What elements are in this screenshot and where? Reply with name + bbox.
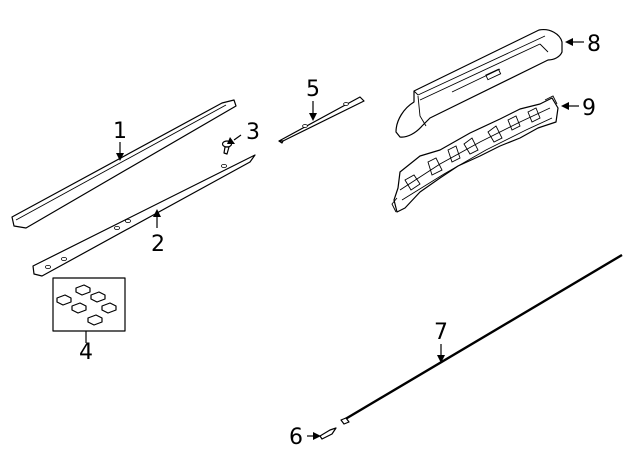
- callout-2: 2: [151, 232, 165, 257]
- callout-4: 4: [79, 340, 93, 365]
- callout-6: 6: [289, 425, 303, 450]
- leader-1: [116, 142, 124, 161]
- part-8-cover: [395, 29, 563, 138]
- part-6-end-tip: [319, 427, 337, 440]
- part-1-molding-strip: [11, 99, 237, 229]
- part-9-bracket: [391, 95, 559, 213]
- callout-8: 8: [587, 32, 601, 57]
- callout-3: 3: [246, 120, 260, 145]
- leader-3: [227, 134, 242, 144]
- part-5-short-strip: [278, 96, 365, 144]
- leader-8: [565, 38, 584, 46]
- leader-9: [561, 102, 579, 110]
- leader-7: [437, 344, 445, 363]
- part-7-rod: [340, 253, 623, 425]
- leader-2: [153, 209, 161, 228]
- callout-7: 7: [434, 320, 448, 345]
- part-4-clip-kit-box: [52, 277, 126, 332]
- leader-5: [309, 101, 317, 121]
- part-2-strip-with-holes: [32, 154, 256, 277]
- callout-5: 5: [306, 77, 320, 102]
- leader-6: [307, 432, 321, 440]
- callout-1: 1: [113, 119, 127, 144]
- part-4-clips: [56, 284, 117, 326]
- callout-9: 9: [582, 96, 596, 121]
